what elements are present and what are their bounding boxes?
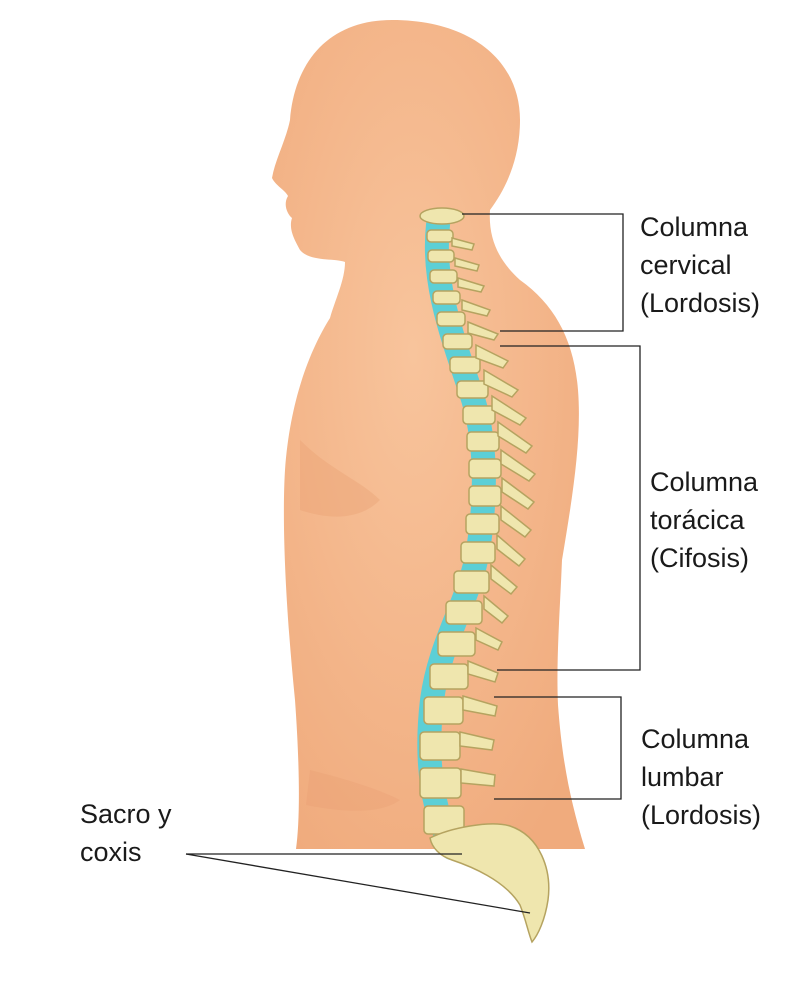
label-toracica: Columna torácica (Cifosis): [650, 463, 758, 577]
label-toracica-line1: Columna: [650, 467, 759, 497]
spine: [417, 207, 550, 944]
bracket-lumbar: [494, 696, 622, 800]
bracket-cervical: [462, 213, 624, 332]
chest-shadow: [300, 440, 380, 517]
sacrum-coccyx: [429, 823, 550, 944]
label-sacro-line2: coxis: [80, 837, 142, 867]
label-sacro: Sacro y coxis: [80, 795, 172, 871]
body-silhouette: [272, 20, 585, 849]
leader-lines: [185, 213, 641, 914]
vertebrae: [419, 207, 502, 835]
label-cervical-line2: cervical: [640, 250, 732, 280]
label-sacro-line1: Sacro y: [80, 799, 172, 829]
leader-coxis: [185, 853, 531, 914]
label-toracica-line3: (Cifosis): [650, 543, 749, 573]
spinous-processes: [451, 237, 537, 787]
bracket-toracica: [497, 345, 641, 671]
label-lumbar-line1: Columna: [641, 724, 750, 754]
label-toracica-line2: torácica: [650, 505, 745, 535]
label-lumbar-line3: (Lordosis): [641, 800, 762, 830]
label-cervical: Columna cervical (Lordosis): [640, 208, 760, 322]
label-lumbar-line2: lumbar: [641, 762, 724, 792]
label-cervical-line1: Columna: [640, 212, 749, 242]
label-lumbar: Columna lumbar (Lordosis): [641, 720, 761, 834]
hip-shadow: [306, 770, 400, 811]
label-cervical-line3: (Lordosis): [640, 288, 761, 318]
